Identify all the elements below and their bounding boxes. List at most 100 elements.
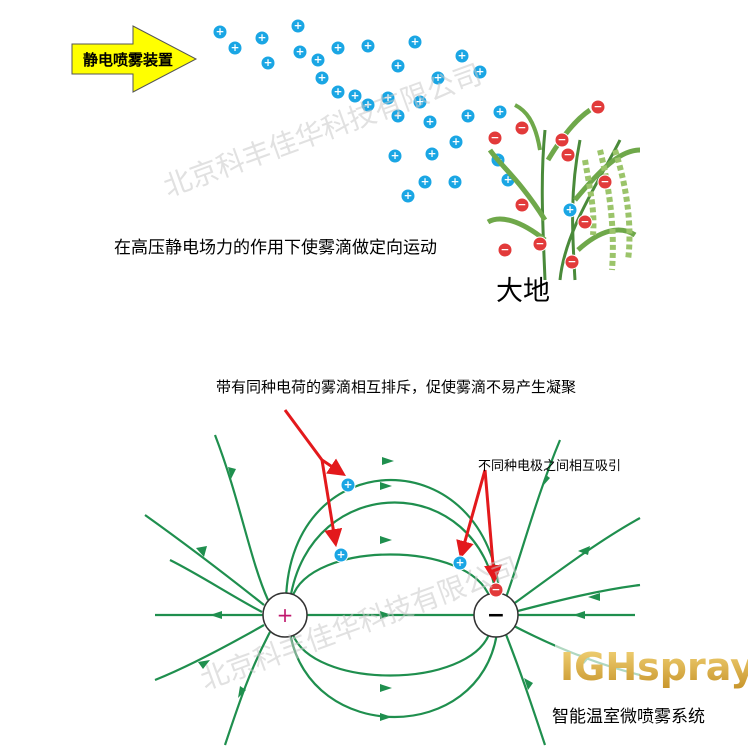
negative-droplet: −: [554, 132, 570, 148]
field-lines: [144, 434, 641, 746]
svg-text:+: +: [391, 150, 400, 162]
negative-droplet: −: [532, 236, 548, 252]
svg-text:+: +: [426, 116, 435, 128]
positive-droplet: +: [400, 188, 416, 204]
svg-text:+: +: [364, 40, 373, 52]
brand-logo-text: IGHspray: [560, 645, 748, 689]
attract-caption: 不同种电极之间相互吸引: [478, 459, 621, 474]
positive-droplet: +: [347, 88, 363, 104]
positive-droplet: +: [412, 94, 428, 110]
svg-text:−: −: [564, 149, 573, 161]
brand-tagline: 智能温室微喷雾系统: [552, 707, 705, 727]
svg-text:+: +: [394, 60, 403, 72]
svg-text:+: +: [404, 190, 413, 202]
positive-droplet: +: [360, 97, 376, 113]
svg-text:+: +: [451, 176, 460, 188]
svg-text:+: +: [384, 92, 393, 104]
positive-droplet: +: [314, 70, 330, 86]
svg-text:−: −: [581, 216, 590, 228]
svg-text:−: −: [536, 238, 545, 250]
svg-text:+: +: [458, 50, 467, 62]
positive-droplet: +: [390, 58, 406, 74]
svg-text:−: −: [518, 122, 527, 134]
svg-text:−: −: [491, 132, 500, 144]
positive-droplet: +: [447, 174, 463, 190]
svg-text:−: −: [501, 244, 510, 256]
positive-droplet: +: [387, 148, 403, 164]
ground-label: 大地: [496, 276, 550, 307]
svg-text:+: +: [314, 54, 323, 66]
svg-text:+: +: [496, 106, 505, 118]
negative-droplet: −: [590, 99, 606, 115]
plant-droplets: −−−−−−−+−−−−: [487, 99, 613, 270]
positive-droplet: +: [310, 52, 326, 68]
svg-text:+: +: [334, 42, 343, 54]
positive-droplet: +: [290, 18, 306, 34]
negative-droplet: −: [560, 147, 576, 163]
negative-droplet: −: [564, 254, 580, 270]
negative-droplet: −: [514, 197, 530, 213]
svg-text:+: +: [344, 479, 353, 491]
svg-text:+: +: [334, 86, 343, 98]
svg-text:+: +: [394, 110, 403, 122]
positive-droplet: +: [260, 55, 276, 71]
svg-text:+: +: [294, 20, 303, 32]
positive-droplet: +: [417, 174, 433, 190]
negative-droplet: −: [497, 242, 513, 258]
positive-droplet: +: [452, 555, 468, 571]
positive-droplet: +: [460, 108, 476, 124]
positive-droplet: +: [330, 40, 346, 56]
watermark-bottom: 北京科丰佳华科技有限公司: [196, 551, 523, 697]
negative-electrode: −: [473, 592, 519, 638]
repel-arrows: [283, 409, 346, 548]
positive-droplet: +: [454, 48, 470, 64]
svg-text:+: +: [216, 26, 225, 38]
negative-droplet: −: [597, 174, 613, 190]
positive-droplet: +: [472, 64, 488, 80]
positive-droplet: +: [254, 30, 270, 46]
negative-droplet: −: [577, 214, 593, 230]
svg-text:+: +: [421, 176, 430, 188]
positive-droplet: +: [422, 114, 438, 130]
positive-droplet: +: [407, 34, 423, 50]
positive-droplet-cloud: ++++++++++++++++++++++++++++++++: [212, 18, 516, 204]
positive-droplet: +: [390, 108, 406, 124]
negative-electrode-sign: −: [487, 603, 505, 628]
svg-text:+: +: [456, 557, 465, 569]
svg-text:+: +: [416, 96, 425, 108]
negative-droplet: −: [514, 120, 530, 136]
svg-text:−: −: [601, 176, 610, 188]
positive-droplet: +: [333, 547, 349, 563]
svg-text:+: +: [434, 72, 443, 84]
svg-text:+: +: [464, 110, 473, 122]
svg-text:+: +: [258, 32, 267, 44]
positive-droplet: +: [424, 146, 440, 162]
positive-droplet: +: [448, 134, 464, 150]
svg-text:+: +: [411, 36, 420, 48]
negative-droplet: −: [488, 582, 504, 598]
svg-text:+: +: [318, 72, 327, 84]
positive-droplet: +: [340, 477, 356, 493]
svg-text:−: −: [518, 199, 527, 211]
positive-droplet: +: [292, 44, 308, 60]
positive-droplet: +: [380, 90, 396, 106]
svg-text:−: −: [594, 101, 603, 113]
svg-text:+: +: [452, 136, 461, 148]
sprayer-label: 静电喷雾装置: [83, 51, 173, 69]
positive-droplet: +: [492, 104, 508, 120]
positive-droplet: +: [227, 40, 243, 56]
svg-text:−: −: [558, 134, 567, 146]
svg-text:+: +: [428, 148, 437, 160]
svg-text:+: +: [264, 57, 273, 69]
repel-caption: 带有同种电荷的雾滴相互排斥，促使雾滴不易产生凝聚: [216, 378, 576, 396]
positive-droplet: +: [430, 70, 446, 86]
positive-electrode: +: [262, 592, 308, 638]
positive-droplet: +: [562, 202, 578, 218]
field-droplets: + + + −: [333, 477, 504, 598]
positive-droplet: +: [360, 38, 376, 54]
sprayer-arrow: 静电喷雾装置: [71, 25, 198, 93]
positive-droplet: +: [212, 24, 228, 40]
brand-logo: IGHspray: [555, 640, 748, 690]
negative-droplet: −: [487, 130, 503, 146]
